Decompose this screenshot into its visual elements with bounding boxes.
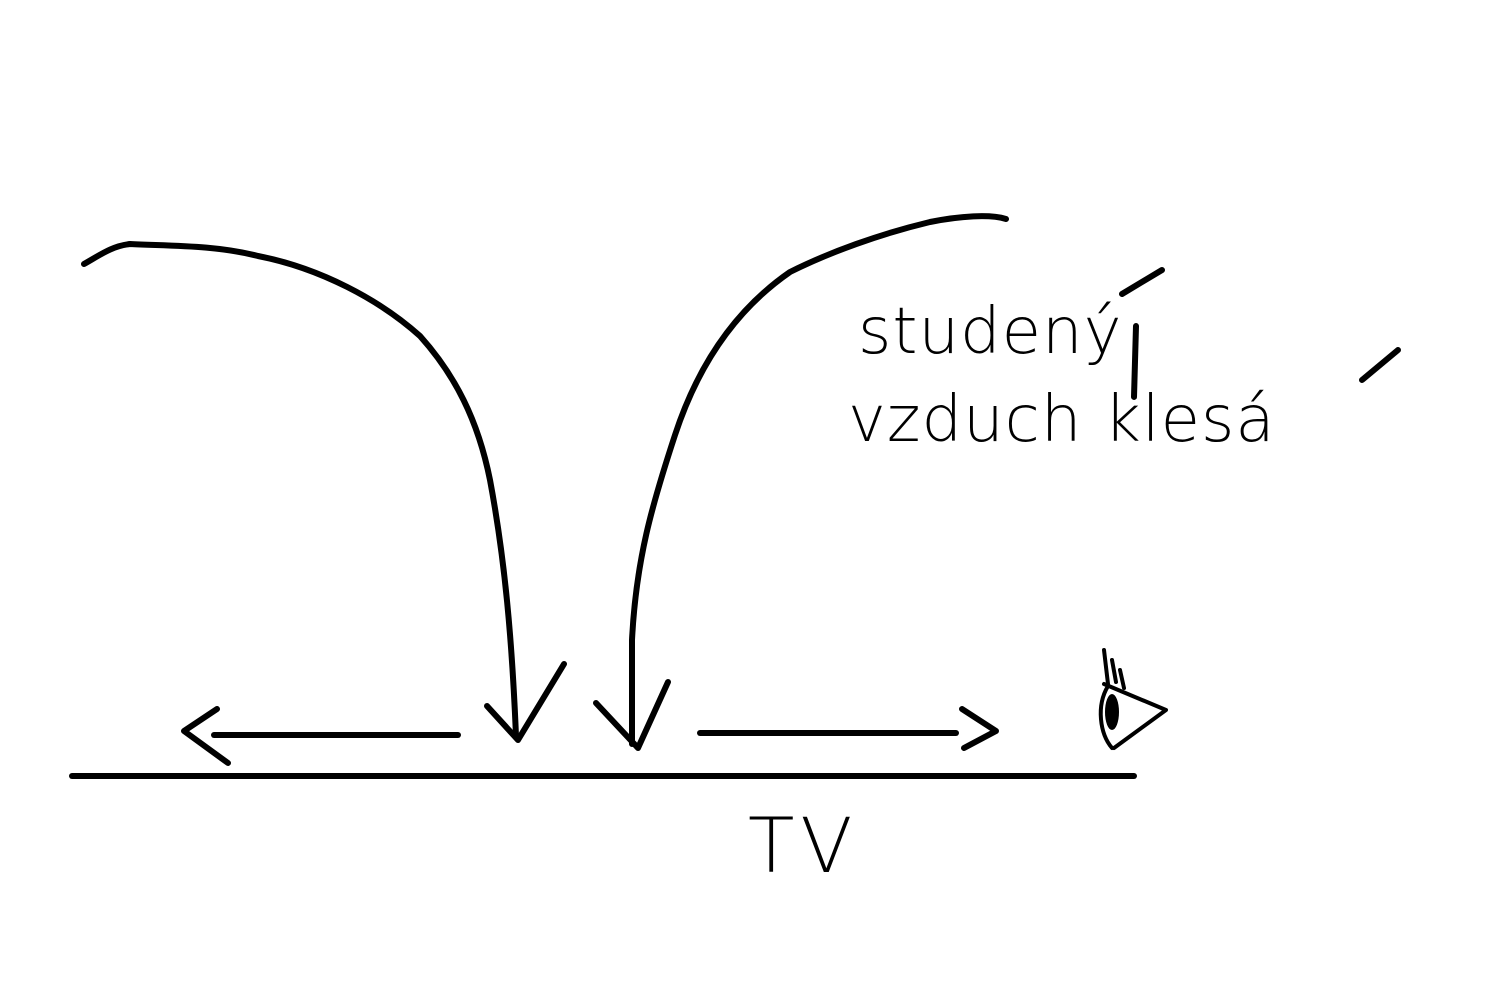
eye-icon xyxy=(1098,648,1168,750)
air-label-line2: vzduch klesá xyxy=(848,383,1276,457)
surface-label: TV xyxy=(748,801,859,890)
descending-arrow-right xyxy=(629,213,1009,747)
outflow-arrow-right-head xyxy=(959,706,999,751)
descending-arrow-left-head xyxy=(484,661,567,743)
outflow-arrow-left-head xyxy=(181,706,231,766)
accent-mark-klesa xyxy=(1359,347,1401,383)
descending-arrow-right-head xyxy=(593,679,671,751)
air-label-line1: studený xyxy=(858,295,1123,369)
descending-arrow-left xyxy=(81,241,519,739)
accent-mark-studeny xyxy=(1119,267,1165,297)
descender-y xyxy=(1131,323,1139,400)
